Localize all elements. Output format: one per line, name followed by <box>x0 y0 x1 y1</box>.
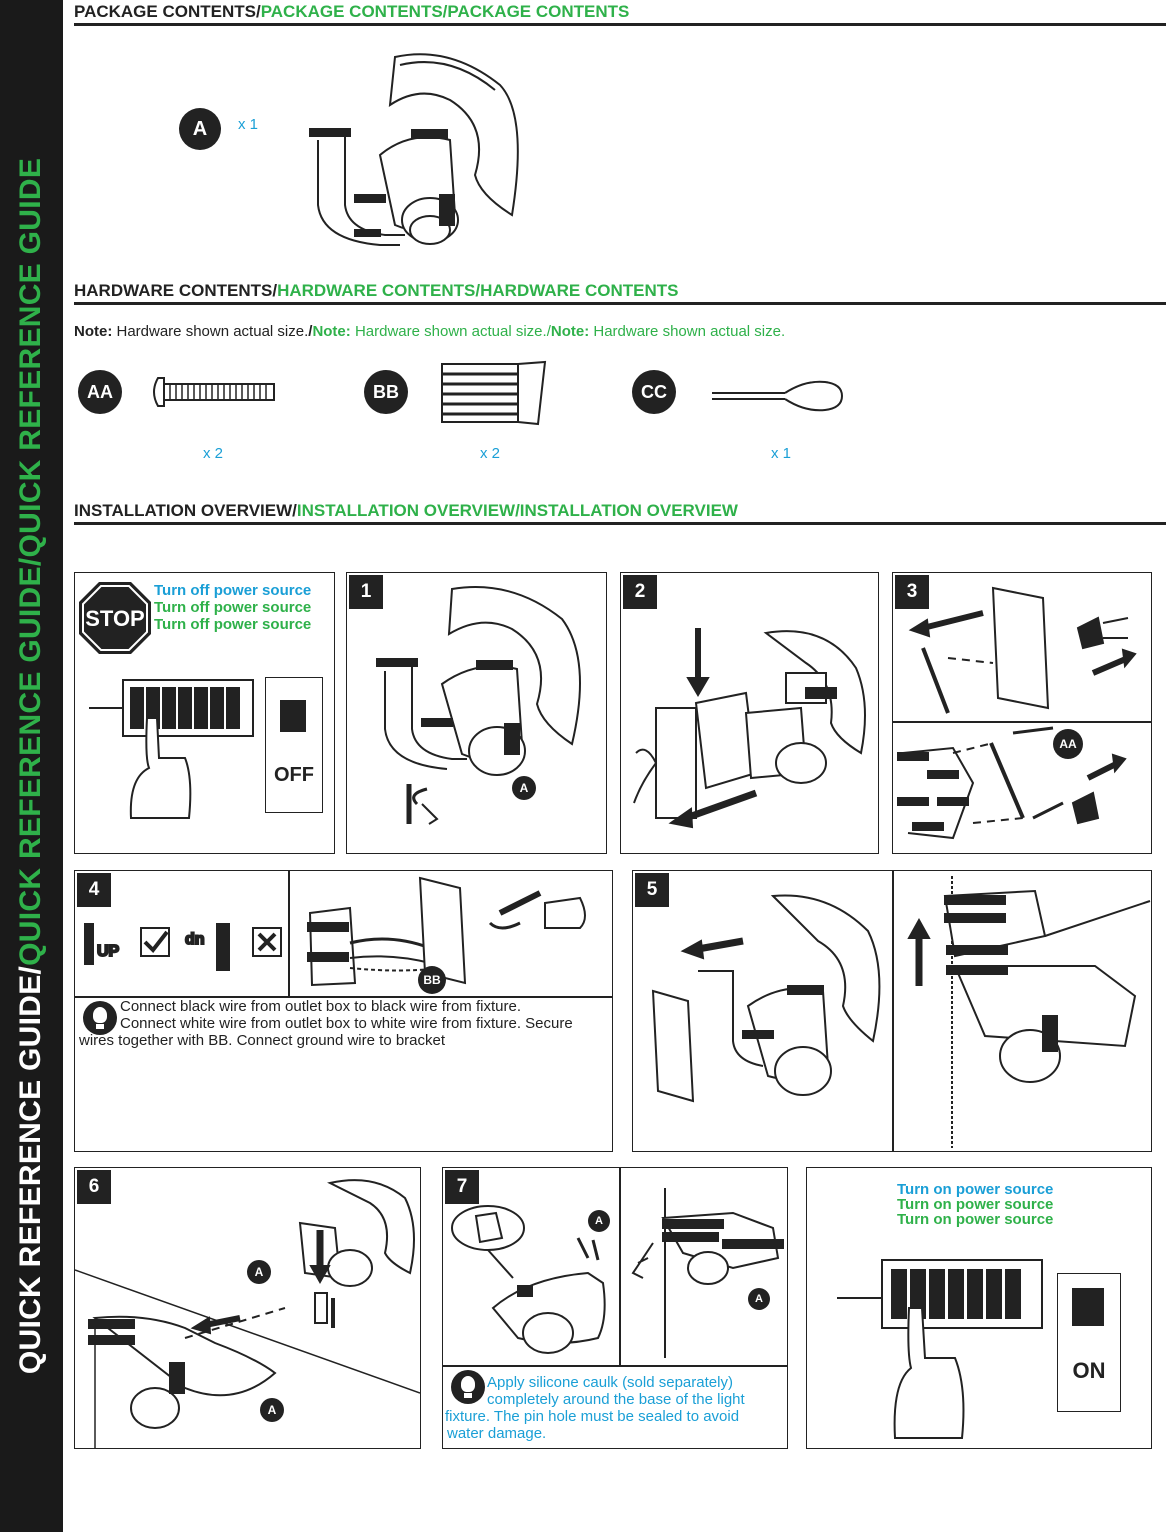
step-4-number: 4 <box>77 873 111 907</box>
turn-on-panel: Turn on power source Turn on power sourc… <box>806 1167 1152 1449</box>
breaker-panel-icon <box>89 679 254 819</box>
floodlight-illustration-icon <box>309 53 519 246</box>
step-1-number: 1 <box>349 575 383 609</box>
step-6-install-icon <box>75 1179 420 1448</box>
step-5-number: 5 <box>635 873 669 907</box>
pin-tool-icon <box>712 380 844 412</box>
screw-icon <box>153 377 275 407</box>
turn-off-line-3: Turn off power source <box>154 616 312 633</box>
step-7-side-icon <box>631 1188 784 1358</box>
turn-off-line-1: Turn off power source <box>154 582 312 599</box>
svg-text:dn: dn <box>185 931 205 948</box>
step-4-wiring-icon <box>307 876 586 987</box>
step-7-tip-line-2: completely around the base of the light <box>487 1391 745 1408</box>
part-aa-qty: x 2 <box>203 445 224 462</box>
step-3-box-icon <box>897 726 1127 840</box>
step-4-tip-line-2: Connect white wire from outlet box to wh… <box>120 1015 573 1032</box>
step-1-part-a-badge: A <box>512 776 536 800</box>
stop-panel: STOP Turn off power source Turn off powe… <box>74 572 335 854</box>
step-7-tip-line-3: fixture. The pin hole must be sealed to … <box>445 1408 740 1425</box>
step-3-bracket-icon <box>908 586 1137 714</box>
stop-sign-icon: STOP <box>79 582 151 654</box>
step-2-mount-icon <box>633 628 866 829</box>
step-4-panel: 4 UP dn BB Connect black wire from outle… <box>74 870 613 1152</box>
hardware-note: Note: Hardware shown actual size./Note: … <box>74 323 786 340</box>
installation-rule <box>74 522 1166 525</box>
step-5-attach-icon <box>651 894 881 1103</box>
part-bb-qty: x 2 <box>480 445 501 462</box>
tip-bulb-icon <box>451 1370 485 1404</box>
sidebar: QUICK REFERENCE GUIDE/QUICK REFERENCE GU… <box>0 0 63 1532</box>
step-3-part-aa-badge: AA <box>1053 729 1083 759</box>
step-1-panel: 1 A <box>346 572 607 854</box>
hardware-rule <box>74 302 1166 305</box>
step-1-floodlight-icon <box>376 586 581 825</box>
breaker-panel-icon <box>837 1259 1043 1439</box>
step-3-number: 3 <box>895 575 929 609</box>
step-7-panel: 7 A A Apply silicone caulk (sold separat… <box>442 1167 788 1449</box>
step-2-panel: 2 <box>620 572 879 854</box>
step-7-part-a-badge-1: A <box>588 1210 610 1232</box>
turn-off-line-2: Turn off power source <box>154 599 312 616</box>
step-5-mounted-icon <box>907 876 1151 1148</box>
step-4-part-bb-badge: BB <box>418 966 446 994</box>
installation-heading: INSTALLATION OVERVIEW/INSTALLATION OVERV… <box>74 501 738 520</box>
part-cc-qty: x 1 <box>771 445 792 462</box>
package-rule <box>74 23 1166 26</box>
step-6-number: 6 <box>77 1170 111 1204</box>
step-7-caulk-icon <box>451 1205 606 1354</box>
turn-on-line-1: Turn on power source <box>897 1181 1054 1198</box>
on-switch: ON <box>1057 1273 1121 1412</box>
tip-bulb-icon <box>83 1001 117 1035</box>
off-switch: OFF <box>265 677 323 813</box>
package-heading: PACKAGE CONTENTS/PACKAGE CONTENTS/PACKAG… <box>74 2 630 21</box>
part-a-badge: A <box>179 108 221 150</box>
svg-text:STOP: STOP <box>85 606 145 631</box>
step-6-part-a-badge-2: A <box>260 1398 284 1422</box>
step-3-panel: 3 AA <box>892 572 1152 854</box>
step-6-panel: 6 A A <box>74 1167 421 1449</box>
turn-on-line-3: Turn on power source <box>897 1211 1054 1228</box>
wire-nut-icon <box>441 360 547 426</box>
sidebar-title: QUICK REFERENCE GUIDE/QUICK REFERENCE GU… <box>14 157 47 1375</box>
part-cc-badge: CC <box>632 370 676 414</box>
step-7-tip-line-4: water damage. <box>447 1425 547 1442</box>
step-4-orientation-icon: UP dn <box>84 923 282 971</box>
svg-text:UP: UP <box>97 943 120 960</box>
step-7-number: 7 <box>445 1170 479 1204</box>
step-4-tip-line-1: Connect black wire from outlet box to bl… <box>120 998 521 1015</box>
step-6-part-a-badge-1: A <box>247 1260 271 1284</box>
turn-on-line-2: Turn on power source <box>897 1196 1054 1213</box>
hardware-heading: HARDWARE CONTENTS/HARDWARE CONTENTS/HARD… <box>74 281 679 300</box>
part-bb-badge: BB <box>364 370 408 414</box>
step-4-tip-line-3: wires together with BB. Connect ground w… <box>79 1032 446 1049</box>
part-aa-badge: AA <box>78 370 122 414</box>
part-a-qty: x 1 <box>238 116 259 133</box>
step-5-panel: 5 <box>632 870 1152 1152</box>
step-7-part-a-badge-2: A <box>748 1288 770 1310</box>
step-2-number: 2 <box>623 575 657 609</box>
step-7-tip-line-1: Apply silicone caulk (sold separately) <box>487 1374 733 1391</box>
